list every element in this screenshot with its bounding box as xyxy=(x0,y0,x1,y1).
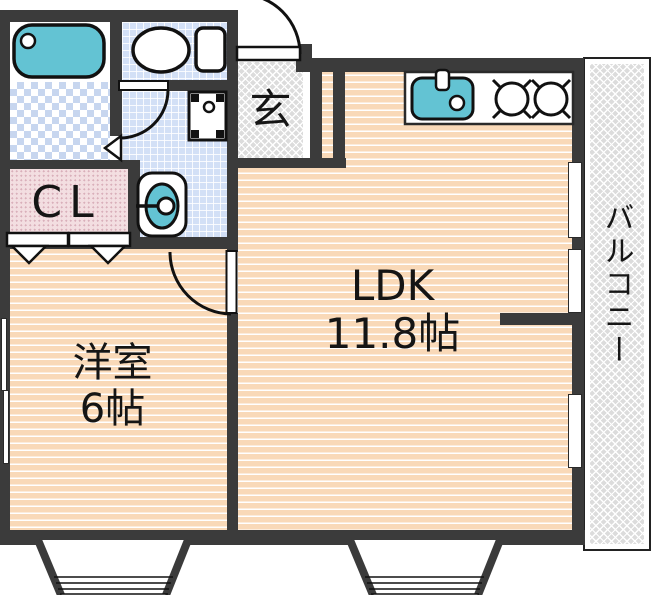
wall-left xyxy=(0,10,10,545)
entrance-step xyxy=(303,62,310,158)
washing-machine-pan xyxy=(187,90,228,142)
sink-drain-icon xyxy=(448,94,466,112)
wall-partition-upper xyxy=(227,238,238,252)
closet-label: CL xyxy=(31,177,101,228)
toilet-tank xyxy=(194,26,227,73)
kitchen-faucet-icon xyxy=(434,68,451,92)
wall-closet-top xyxy=(0,160,140,169)
toilet-door xyxy=(118,80,170,140)
entrance-label: 玄 xyxy=(249,85,292,134)
wall-washroom-right xyxy=(227,13,238,250)
ldk-name: LDK xyxy=(350,261,435,310)
washbasin xyxy=(136,171,188,238)
western-room-name: 洋室 xyxy=(72,340,153,386)
window-right-3 xyxy=(568,394,582,468)
window-right-1 xyxy=(568,162,582,238)
ldk-label: LDK 11.8帖 xyxy=(305,261,480,359)
bay-window-right xyxy=(346,538,504,595)
balcony-floor xyxy=(590,64,644,544)
bathtub-faucet-icon xyxy=(19,32,37,50)
wall-entrance-corner xyxy=(298,44,312,72)
toilet-bowl xyxy=(131,26,191,74)
wall-niche-right xyxy=(333,70,345,168)
closet-floor xyxy=(10,169,128,235)
wall-entrance-bottom xyxy=(230,158,346,168)
gas-stove xyxy=(491,78,572,120)
entrance-door xyxy=(235,0,302,62)
western-room-size: 6帖 xyxy=(79,386,146,432)
wall-closet-right xyxy=(128,160,140,249)
wall-bath-right xyxy=(110,13,122,136)
bath-folding-door xyxy=(102,133,123,163)
wall-ldk-stub xyxy=(500,313,572,325)
ldk-size: 11.8帖 xyxy=(324,309,461,359)
western-room-floor xyxy=(10,248,227,530)
wall-kitchen-top xyxy=(296,58,583,72)
window-left-2 xyxy=(3,390,9,464)
balcony-label: バルコニー xyxy=(598,202,634,367)
western-room-label: 洋室 6帖 xyxy=(30,340,195,432)
wall-niche-left xyxy=(310,70,322,160)
wall-partition-lower xyxy=(227,313,238,530)
closet-doors xyxy=(5,231,132,265)
bedroom-door xyxy=(168,250,238,316)
bathtub xyxy=(12,23,106,79)
entrance-floor xyxy=(238,62,303,158)
bay-window-left xyxy=(34,538,192,595)
bathroom-floor xyxy=(10,82,110,163)
window-right-2 xyxy=(568,249,582,313)
